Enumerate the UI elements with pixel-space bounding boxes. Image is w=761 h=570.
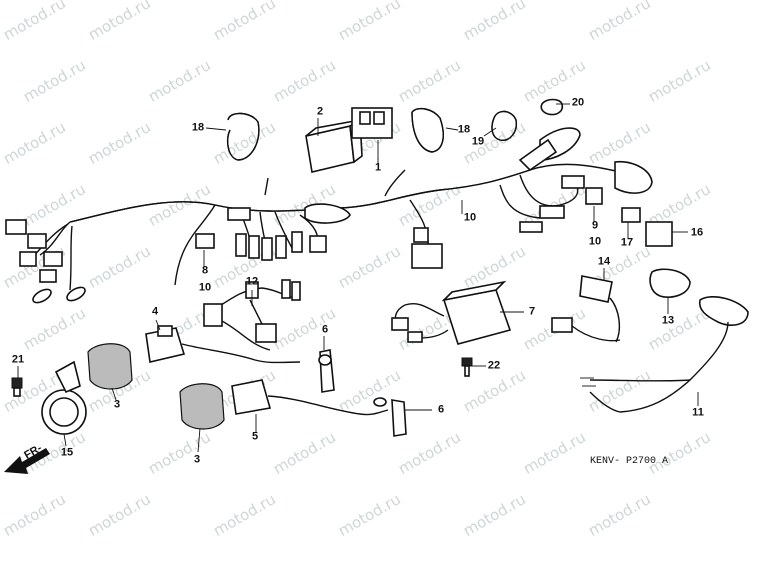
spark-plug-caps-6 xyxy=(318,349,407,437)
harness-center-connectors xyxy=(227,203,443,269)
callout-1: 1 xyxy=(374,161,382,174)
left-connectors xyxy=(5,219,86,304)
callout-10-relay: 10 xyxy=(198,281,212,294)
diagram-code: KENV- P2700 A xyxy=(590,456,669,467)
small-relays xyxy=(195,187,673,249)
callout-15: 15 xyxy=(60,446,74,459)
connector-14 xyxy=(551,275,621,343)
sub-harness-11 xyxy=(580,296,749,413)
callout-8: 8 xyxy=(201,264,209,277)
connector-13 xyxy=(649,268,691,298)
callout-22: 22 xyxy=(487,359,501,372)
callout-5: 5 xyxy=(251,430,259,443)
callout-3-lower: 3 xyxy=(193,453,201,466)
bands xyxy=(226,98,564,161)
ignition-coil-5 xyxy=(231,379,389,416)
callout-6-upper: 6 xyxy=(321,323,329,336)
callout-11: 11 xyxy=(692,406,704,419)
callout-9: 9 xyxy=(591,219,599,232)
callout-10-harness: 10 xyxy=(463,211,477,224)
callout-14: 14 xyxy=(597,255,611,268)
callout-17: 17 xyxy=(620,236,634,249)
callout-2: 2 xyxy=(316,105,324,118)
callout-6-lower: 6 xyxy=(437,403,445,416)
callout-18-left: 18 xyxy=(191,121,205,134)
leader-lines xyxy=(17,103,699,453)
callout-10-right: 10 xyxy=(588,235,602,248)
plug-caps-3 xyxy=(87,343,225,430)
horn-15 xyxy=(11,360,87,435)
callout-16: 16 xyxy=(690,226,704,239)
regulator-rectifier-7 xyxy=(391,280,512,345)
front-direction-arrow-icon xyxy=(4,448,50,474)
callout-4: 4 xyxy=(151,305,159,318)
part-1-connector xyxy=(351,107,393,160)
callout-18-right: 18 xyxy=(457,123,471,136)
ignition-coil-4 xyxy=(145,325,301,364)
callout-21: 21 xyxy=(11,353,25,366)
callout-3-upper: 3 xyxy=(113,398,121,411)
bolt-22 xyxy=(461,357,473,377)
callout-12: 12 xyxy=(245,275,259,288)
callout-7: 7 xyxy=(528,305,536,318)
callout-19: 19 xyxy=(471,135,485,148)
callout-20: 20 xyxy=(571,96,585,109)
callout-13: 13 xyxy=(661,314,675,327)
harness-right-branch xyxy=(518,127,653,233)
